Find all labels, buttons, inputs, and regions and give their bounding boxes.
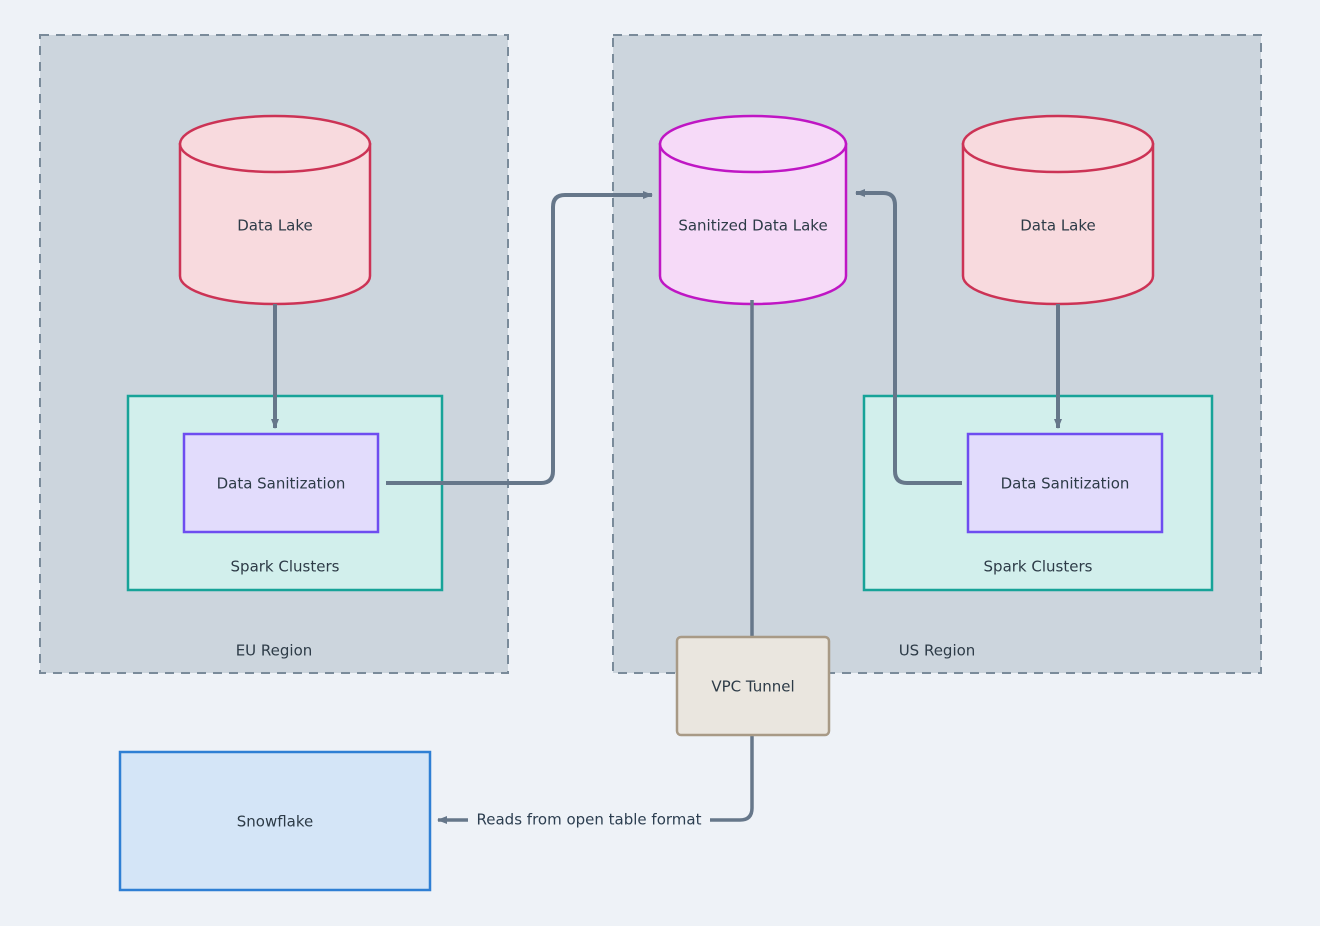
eu-spark-clusters-label: Spark Clusters bbox=[231, 558, 340, 576]
node-eu-data-sanitization[interactable]: Data Sanitization bbox=[182, 432, 380, 534]
eu-data-lake-cylinder-body bbox=[178, 142, 372, 306]
edge-vpc-to-snowflake-right-segment bbox=[710, 735, 754, 822]
vpc-tunnel-label: VPC Tunnel bbox=[711, 678, 794, 696]
edge-label-reads-from-open-table-format: Reads from open table format bbox=[477, 811, 702, 829]
us-data-lake-label: Data Lake bbox=[1020, 217, 1096, 235]
vpc-tunnel-box bbox=[675, 635, 831, 737]
snowflake-label: Snowflake bbox=[237, 813, 314, 831]
eu-data-sanitization-box bbox=[182, 432, 380, 534]
node-us-data-lake[interactable]: Data Lake bbox=[961, 114, 1155, 306]
sanitized-data-lake-cylinder-body bbox=[658, 142, 848, 306]
us-data-lake-cylinder-top bbox=[961, 114, 1155, 174]
region-eu-label: EU Region bbox=[236, 642, 313, 660]
edge-eu-sanitization-to-sanitized-lake bbox=[386, 191, 653, 485]
sanitized-data-lake-label: Sanitized Data Lake bbox=[678, 217, 827, 235]
snowflake-box bbox=[118, 750, 432, 892]
us-data-lake-cylinder-body bbox=[961, 142, 1155, 306]
sanitized-data-lake-cylinder-top bbox=[658, 114, 848, 174]
node-us-data-sanitization[interactable]: Data Sanitization bbox=[966, 432, 1164, 534]
eu-data-lake-label: Data Lake bbox=[237, 217, 313, 235]
region-us-label: US Region bbox=[899, 642, 976, 660]
node-vpc-tunnel[interactable]: VPC Tunnel bbox=[675, 635, 831, 737]
eu-data-sanitization-label: Data Sanitization bbox=[217, 475, 346, 493]
us-spark-clusters-label: Spark Clusters bbox=[984, 558, 1093, 576]
eu-data-lake-cylinder-top bbox=[178, 114, 372, 174]
node-eu-data-lake[interactable]: Data Lake bbox=[178, 114, 372, 306]
node-snowflake[interactable]: Snowflake bbox=[118, 750, 432, 892]
edge-us-sanitization-to-sanitized-lake bbox=[855, 189, 962, 485]
node-sanitized-data-lake[interactable]: Sanitized Data Lake bbox=[658, 114, 848, 306]
us-data-sanitization-label: Data Sanitization bbox=[1001, 475, 1130, 493]
us-data-sanitization-box bbox=[966, 432, 1164, 534]
